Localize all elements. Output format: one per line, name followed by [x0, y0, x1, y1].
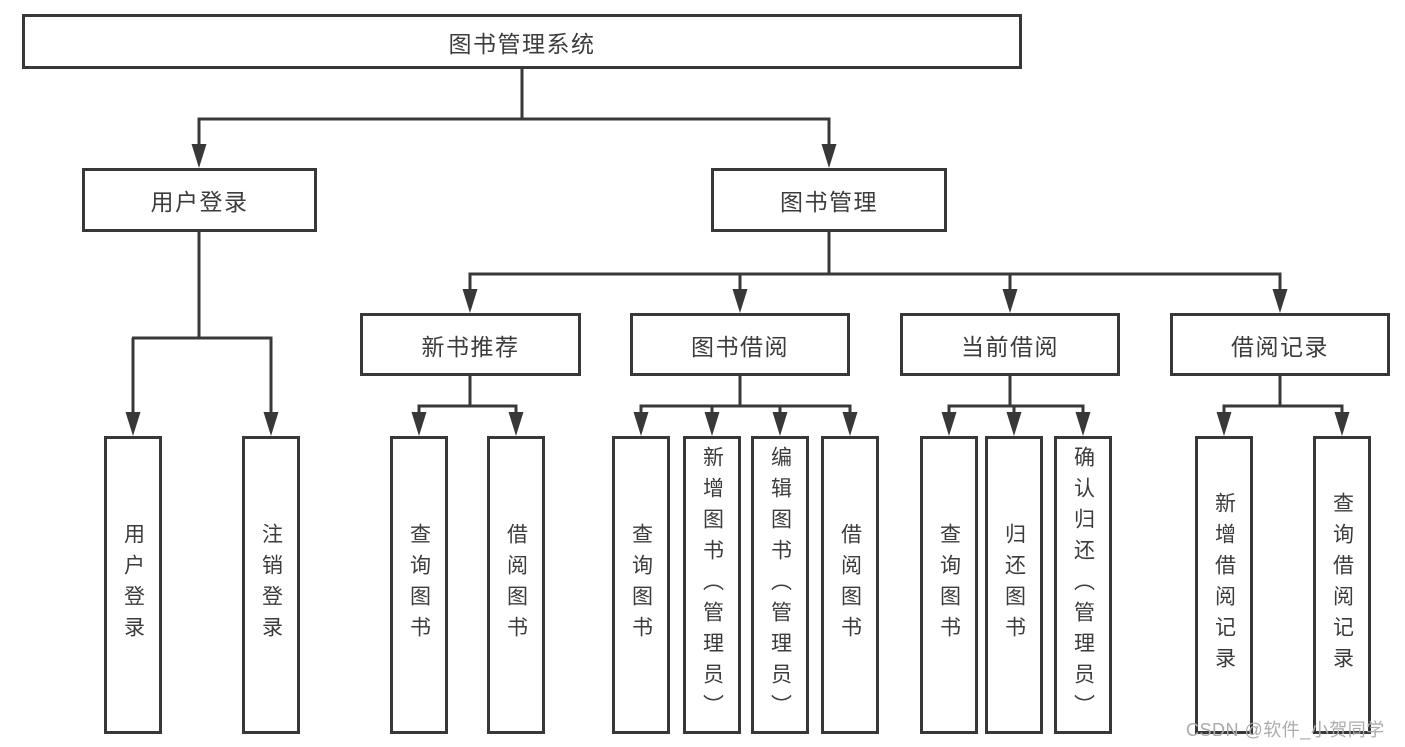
- node-label: 查询图书: [629, 523, 653, 647]
- node-label: 借阅图书: [504, 523, 528, 647]
- leaf-return-books: 归还图书: [985, 436, 1043, 734]
- connector-lines: [131, 66, 1344, 414]
- node-new-book-recommend: 新书推荐: [360, 313, 581, 376]
- node-label: 确认归还（管理员）: [1071, 445, 1095, 725]
- leaf-query-books-borrowing: 查询图书: [612, 436, 670, 734]
- leaf-confirm-return-admin: 确认归还（管理员）: [1054, 436, 1112, 734]
- node-borrowing-records: 借阅记录: [1170, 313, 1390, 376]
- node-label: 用户登录: [121, 523, 145, 647]
- node-label: 新增借阅记录: [1212, 492, 1236, 678]
- arrowhead-icons: [125, 144, 1350, 436]
- node-label: 查询图书: [407, 523, 431, 647]
- node-label: 归还图书: [1002, 523, 1026, 647]
- node-label: 注销登录: [259, 523, 283, 647]
- csdn-watermark: CSDN @软件_小贺同学: [1186, 720, 1385, 740]
- leaf-add-books-admin: 新增图书（管理员）: [683, 436, 741, 734]
- node-label: 图书管理系统: [448, 30, 596, 57]
- leaf-query-books-recommend: 查询图书: [390, 436, 448, 734]
- node-current-borrowing: 当前借阅: [900, 313, 1120, 376]
- leaf-borrow-books-recommend: 借阅图书: [487, 436, 545, 734]
- node-root-system: 图书管理系统: [22, 14, 1022, 69]
- leaf-edit-books-admin: 编辑图书（管理员）: [751, 436, 809, 734]
- leaf-logout: 注销登录: [242, 436, 300, 734]
- leaf-query-books-current: 查询图书: [920, 436, 978, 734]
- node-book-management: 图书管理: [711, 168, 947, 232]
- node-label: 借阅记录: [1231, 333, 1329, 360]
- node-label: 图书管理: [780, 189, 878, 215]
- leaf-query-borrow-record: 查询借阅记录: [1313, 436, 1371, 734]
- node-label: 新增图书（管理员）: [700, 445, 724, 725]
- leaf-user-login: 用户登录: [104, 436, 162, 734]
- leaf-borrow-books: 借阅图书: [821, 436, 879, 734]
- node-label: 图书借阅: [691, 333, 789, 360]
- node-label: 用户登录: [150, 189, 249, 215]
- node-user-login: 用户登录: [82, 168, 317, 232]
- leaf-add-borrow-record: 新增借阅记录: [1195, 436, 1253, 734]
- node-book-borrowing: 图书借阅: [630, 313, 850, 376]
- node-label: 当前借阅: [961, 333, 1059, 360]
- node-label: 查询借阅记录: [1330, 492, 1354, 678]
- node-label: 新书推荐: [421, 333, 520, 360]
- node-label: 借阅图书: [838, 523, 862, 647]
- node-label: 编辑图书（管理员）: [768, 445, 792, 725]
- node-label: 查询图书: [937, 523, 961, 647]
